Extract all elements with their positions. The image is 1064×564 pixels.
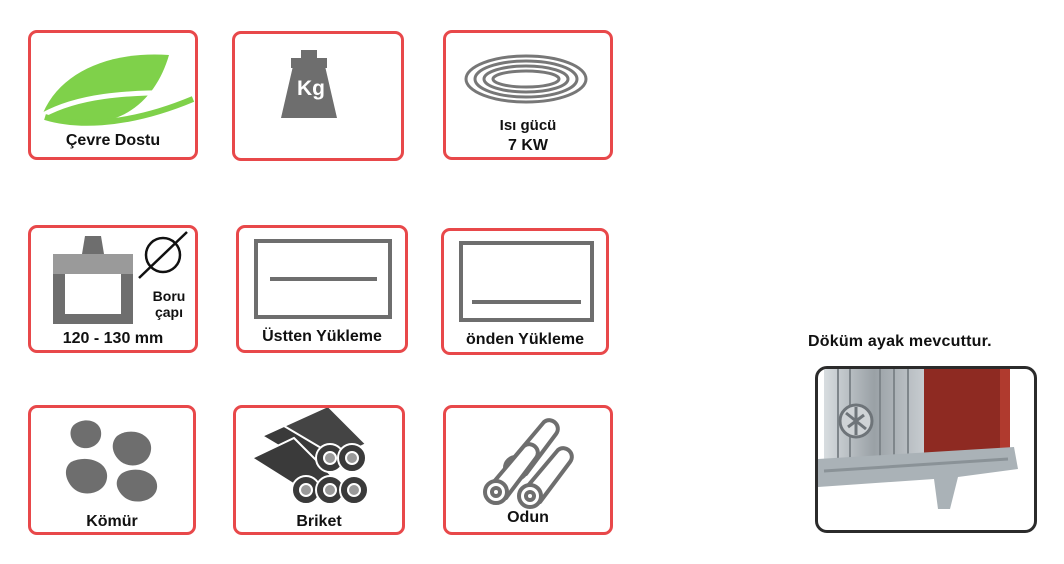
- front-loading-icon: [459, 241, 594, 322]
- briquette-icon: [249, 408, 369, 505]
- eco-friendly-label: Çevre Dostu: [65, 132, 161, 149]
- coal-icon: [65, 420, 158, 502]
- firewood-icon: [483, 418, 574, 509]
- heat-power-card: Isı gücü 7 KW: [443, 30, 613, 160]
- pipe-diameter-icon: [53, 231, 188, 324]
- wood-card: Odun: [443, 405, 613, 535]
- pipe-label-line1: Boru: [152, 288, 186, 304]
- briquette-label: Briket: [296, 513, 342, 530]
- coal-label: Kömür: [86, 513, 138, 530]
- front-loading-label: önden Yükleme: [466, 331, 584, 348]
- briquette-card: Briket: [233, 405, 405, 535]
- weight-icon: [281, 50, 337, 118]
- coal-card: Kömür: [28, 405, 196, 535]
- weight-badge: Kg: [297, 77, 325, 100]
- cast-foot-caption: Döküm ayak mevcuttur.: [808, 333, 992, 350]
- pipe-label-line2: çapı: [154, 304, 183, 320]
- heat-power-label: Isı gücü: [499, 117, 557, 134]
- top-loading-label: Üstten Yükleme: [262, 328, 382, 345]
- weight-card: Kg: [232, 31, 404, 161]
- front-loading-card: önden Yükleme: [441, 228, 609, 355]
- wood-label: Odun: [507, 509, 549, 526]
- eco-friendly-card: Çevre Dostu: [28, 30, 198, 160]
- pipe-diameter-card: Boru çapı 120 - 130 mm: [28, 225, 198, 353]
- top-loading-icon: [254, 239, 392, 319]
- top-loading-card: Üstten Yükleme: [236, 225, 408, 353]
- coil-icon: [464, 54, 588, 104]
- pipe-size-label: 120 - 130 mm: [62, 330, 164, 347]
- heat-power-value: 7 KW: [508, 137, 548, 154]
- cast-foot-photo: [815, 366, 1037, 533]
- stove-cast-foot-photo: [818, 369, 1018, 509]
- leaf-icon: [41, 54, 195, 126]
